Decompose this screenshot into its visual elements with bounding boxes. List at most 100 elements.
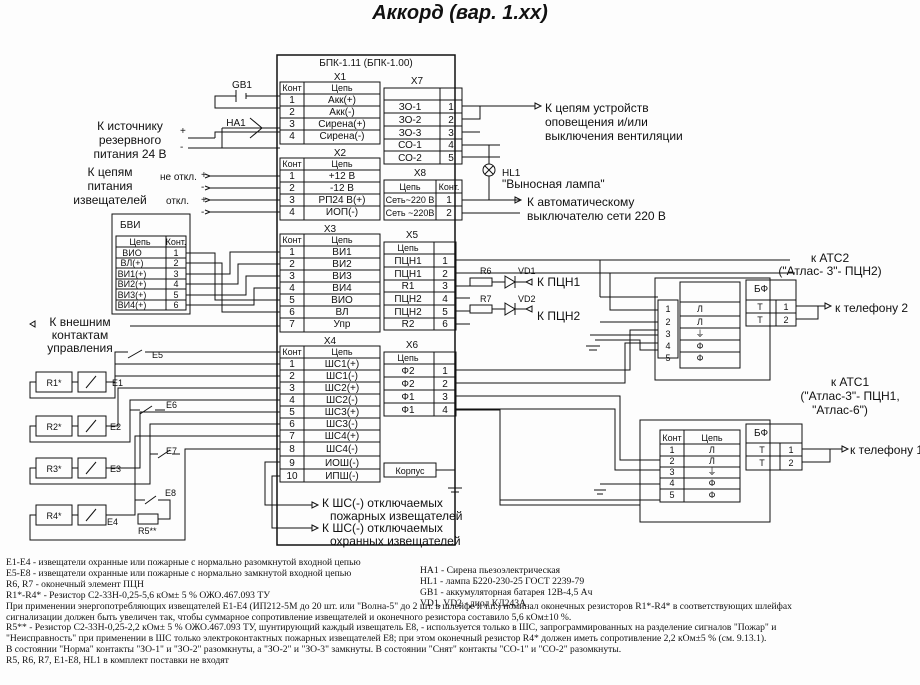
- x3-row4-chain: ВИ4: [332, 283, 352, 294]
- ats2-row2-num: 2: [665, 317, 670, 327]
- e5-label: E5: [152, 350, 163, 360]
- ats1-row1-chain: Л: [709, 445, 715, 455]
- x4-row1-chain: ШС1(+): [325, 359, 359, 370]
- note-right-1: НА1 - Сирена пьезоэлектрическая: [420, 565, 561, 576]
- x1-row4-chain: Сирена(-): [319, 131, 364, 142]
- sp-minus-1: -: [201, 182, 204, 193]
- e2-label: E2: [110, 422, 121, 432]
- ha1-label: HA1: [226, 118, 246, 129]
- guard-off-label-2: охранных извещателей: [330, 534, 461, 548]
- ats2-row1-num: 1: [665, 304, 670, 314]
- x4-row9-chain: ИОШ(-): [325, 458, 359, 469]
- e1-label: E1: [112, 378, 123, 388]
- x3-table: Конт Цепь 1 ВИ1 2 ВИ2 3 ВИ3 4 ВИ4 5 ВИО …: [279, 233, 381, 333]
- phone2-wire: [796, 302, 833, 320]
- x5-row6-num: 6: [442, 319, 448, 330]
- x3-row3-chain: ВИ3: [332, 271, 352, 282]
- note-4: R1*-R4* - Резистор С2-33Н-0,25-5,6 кОм± …: [6, 589, 270, 601]
- x1-col-chain: Цепь: [331, 83, 353, 93]
- x7-row3-num: 3: [448, 128, 454, 139]
- x8-row2-num: 2: [446, 208, 452, 219]
- korpus-label: Корпус: [395, 466, 425, 476]
- bf1-row2-num: 2: [788, 458, 793, 468]
- fire-off-label-2: пожарных извещателей: [330, 509, 462, 523]
- x3-row5-chain: ВИО: [331, 295, 353, 306]
- bvi-row4-num: 4: [173, 279, 178, 289]
- x4-row7-chain: ШС4(+): [325, 431, 359, 442]
- x7-label: X7: [411, 76, 424, 87]
- notify-label-2: оповещения и/или: [545, 115, 648, 129]
- x5-row5-chain: ПЦН2: [394, 307, 422, 318]
- x6-table: Цепь Ф2 1 Ф2 2 Ф1 3 Ф1 4: [383, 351, 457, 417]
- ats2-row3-num: 3: [665, 329, 670, 339]
- e3-label: E3: [110, 464, 121, 474]
- bvi-col-kont: Конт.: [166, 237, 187, 247]
- x5-row3-num: 3: [442, 281, 448, 292]
- ats1-label-1: к АТС1: [831, 375, 870, 389]
- x4-row8-chain: ШС4(-): [326, 444, 358, 455]
- x2-row2-chain: -12 В: [330, 183, 354, 194]
- x4-col-kont: Конт: [282, 347, 301, 357]
- ats2-row5-num: 5: [665, 353, 670, 363]
- x7-row2-chain: ЗО-2: [399, 115, 422, 126]
- note-3: R6, R7 - оконечный элемент ПЦН: [6, 578, 144, 590]
- ats2-label-1: к АТС2: [811, 251, 850, 265]
- control-label-1: К внешним: [49, 315, 110, 329]
- x2-row1-chain: +12 В: [329, 171, 356, 182]
- ats2-unit: 1 Л 2 Л 3 ⏚ 4 Ф 5 Ф: [654, 277, 771, 381]
- bvi-row6-num: 6: [173, 300, 178, 310]
- x1-row1-chain: Акк(+): [328, 95, 356, 106]
- x7-row1-num: 1: [448, 102, 454, 113]
- x3-row6-num: 6: [289, 307, 295, 318]
- x4-table: Конт Цепь 1 ШС1(+) 2 ШС1(-) 3 ШС2(+) 4 Ш…: [279, 345, 381, 483]
- x6-row4-chain: Ф1: [401, 405, 415, 416]
- bvi-row3-num: 3: [173, 269, 178, 279]
- e4-label: E4: [107, 517, 118, 527]
- x5-row2-chain: ПЦН1: [394, 269, 422, 280]
- x8-table: Цепь Конт. Сеть~220 В 1 Сеть ~220В 2: [383, 179, 463, 221]
- note-right-2: HL1 - лампа Б220-230-25 ГОСТ 2239-79: [420, 575, 585, 587]
- x2-row1-num: 1: [289, 171, 295, 182]
- ats2-row5-chain: Ф: [697, 353, 704, 363]
- x7-row5-chain: СО-2: [398, 153, 422, 164]
- bf1-block: БФ Т 1 Т 2: [745, 423, 803, 471]
- bf1-row2-chain: Т: [759, 458, 765, 468]
- sp-minus-2: -: [201, 207, 204, 218]
- ats2-label-2: ("Атлас- 3"- ПЦН2): [778, 264, 881, 278]
- ats1-row1-num: 1: [669, 445, 674, 455]
- notify-label-3: выключения вентиляции: [545, 129, 683, 143]
- x1-row2-chain: Акк(-): [329, 107, 354, 118]
- e6-label: E6: [166, 400, 177, 410]
- x1-row4-num: 4: [289, 131, 295, 142]
- x4-row3-num: 3: [289, 383, 295, 394]
- x3-row7-num: 7: [289, 319, 295, 330]
- x8-row2-chain: Сеть ~220В: [386, 208, 435, 218]
- ats2-row4-num: 4: [665, 341, 670, 351]
- x2-row3-num: 3: [289, 195, 295, 206]
- x5-row1-num: 1: [442, 256, 448, 267]
- x7-row5-num: 5: [448, 153, 454, 164]
- x3-row4-num: 4: [289, 283, 295, 294]
- x2-row2-num: 2: [289, 183, 295, 194]
- x6-row1-num: 1: [442, 366, 448, 377]
- reserve-power-label-3: питания 24 В: [93, 147, 166, 161]
- x5-row3-chain: R1: [402, 281, 415, 292]
- notes-block: Е1-Е4 - извещатели охранные или пожарные…: [6, 557, 911, 667]
- x6-label: X6: [406, 340, 419, 351]
- x1-label: X1: [334, 72, 347, 83]
- x3-col-chain: Цепь: [331, 235, 353, 245]
- bvi-row1-num: 1: [173, 248, 178, 258]
- x8-row1-num: 1: [446, 195, 452, 206]
- ats2-row2-chain: Л: [697, 317, 703, 327]
- x4-row4-num: 4: [289, 395, 295, 406]
- ats1-row2-num: 2: [669, 456, 674, 466]
- ats1-label-2: ("Атлас-3"- ПЦН1,: [800, 389, 899, 403]
- ats1-row5-chain: Ф: [709, 490, 716, 500]
- x4-row10-chain: ИПШ(-): [325, 471, 359, 482]
- r1-label: R1*: [46, 378, 62, 388]
- x4-row3-chain: ШС2(+): [325, 383, 359, 394]
- ats1-row3-chain: ⏚: [707, 467, 716, 477]
- x4-row2-chain: ШС1(-): [326, 371, 358, 382]
- sensors-power-label-1: К цепям: [88, 165, 133, 179]
- x6-row3-chain: Ф1: [401, 392, 415, 403]
